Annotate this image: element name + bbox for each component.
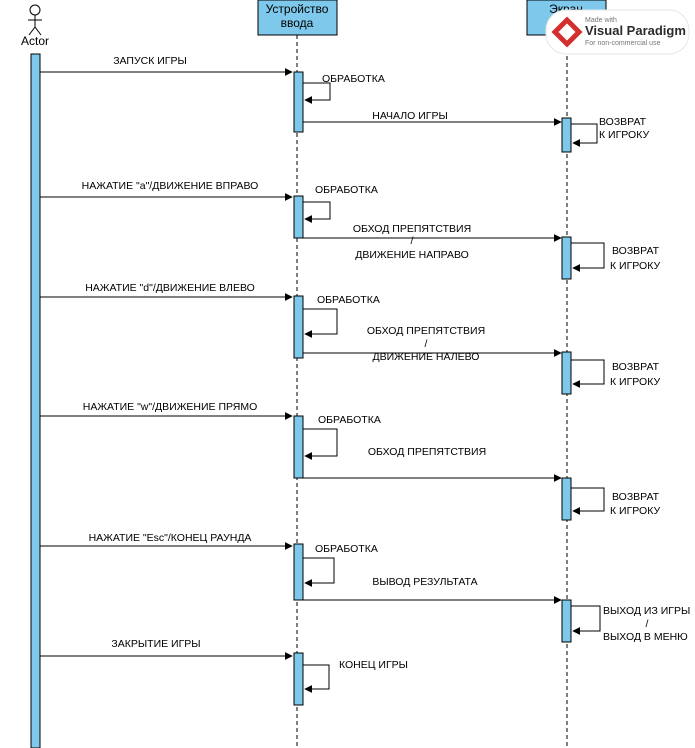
self-message-label: ВОЗВРАТ xyxy=(612,361,660,373)
input-activation xyxy=(293,195,304,239)
input-activation xyxy=(293,295,304,359)
self-message-label: ВЫХОД ИЗ ИГРЫ xyxy=(603,605,690,617)
self-message-arrow xyxy=(571,242,605,272)
message-label: ВЫВОД РЕЗУЛЬТАТА xyxy=(372,576,477,588)
message-label: ЗАКРЫТИЕ ИГРЫ xyxy=(111,638,200,650)
screen-activation xyxy=(561,117,572,153)
self-message-label: ВОЗВРАТ xyxy=(612,245,660,257)
actor-activation xyxy=(30,53,41,748)
self-message-arrow xyxy=(571,487,605,515)
message-label: ДВИЖЕНИЕ НАЛЕВО xyxy=(373,351,480,363)
screen-activation xyxy=(561,599,572,643)
self-message-label: ОБРАБОТКА xyxy=(317,294,380,306)
self-message-label: ОБРАБОТКА xyxy=(318,414,381,426)
message-label: НАЖАТИЕ "d"/ДВИЖЕНИЕ ВЛЕВО xyxy=(85,282,255,294)
message-label: НАЖАТИЕ "a"/ДВИЖЕНИЕ ВПРАВО xyxy=(82,180,259,192)
actor-figure xyxy=(28,4,42,36)
actor-label: Actor xyxy=(21,34,49,48)
self-message-label: ВЫХОД В МЕНЮ xyxy=(603,631,688,643)
message-label: / xyxy=(425,338,428,350)
message-label: НАЧАЛО ИГРЫ xyxy=(372,110,448,122)
self-message-label: К ИГРОКУ xyxy=(610,260,660,272)
message-label: / xyxy=(411,235,414,247)
input-device-label-1: Устройство xyxy=(266,2,329,16)
self-message-arrow xyxy=(571,123,598,147)
message-label: ОБХОД ПРЕПЯТСТВИЯ xyxy=(353,223,471,235)
self-message-label: ОБРАБОТКА xyxy=(315,184,378,196)
message-label: НАЖАТИЕ "w"/ДВИЖЕНИЕ ПРЯМО xyxy=(83,401,258,413)
input-activation xyxy=(293,71,304,133)
self-message-arrow xyxy=(303,428,338,460)
self-message-label: ВОЗВРАТ xyxy=(612,491,660,503)
visual-paradigm-watermark: Made with Visual Paradigm For non-commer… xyxy=(545,9,690,55)
self-message-arrow xyxy=(303,308,338,338)
watermark-line1: Made with xyxy=(585,17,617,24)
self-message-label: К ИГРОКУ xyxy=(610,376,660,388)
self-message-label: КОНЕЦ ИГРЫ xyxy=(339,659,408,671)
input-device-label-2: ввода xyxy=(281,16,314,30)
self-message-arrow xyxy=(303,82,331,104)
input-device-header xyxy=(257,0,338,36)
self-message-arrow xyxy=(303,557,335,587)
screen-activation xyxy=(561,236,572,280)
input-activation xyxy=(293,652,304,706)
screen-activation xyxy=(561,477,572,521)
self-message-label: К ИГРОКУ xyxy=(610,505,660,517)
self-message-arrow xyxy=(571,359,605,388)
self-message-label: К ИГРОКУ xyxy=(599,129,649,141)
message-label: НАЖАТИЕ "Esc"/КОНЕЦ РАУНДА xyxy=(89,532,252,544)
message-label: ЗАПУСК ИГРЫ xyxy=(113,55,187,67)
input-activation xyxy=(293,415,304,479)
self-message-label: / xyxy=(646,618,649,630)
message-label: ДВИЖЕНИЕ НАПРАВО xyxy=(355,249,469,261)
self-message-label: ОБРАБОТКА xyxy=(322,73,385,85)
self-message-arrow xyxy=(303,201,331,223)
self-message-arrow xyxy=(571,605,601,635)
message-label: ОБХОД ПРЕПЯТСТВИЯ xyxy=(367,325,485,337)
input-activation xyxy=(293,543,304,601)
message-label: ОБХОД ПРЕПЯТСТВИЯ xyxy=(368,446,486,458)
watermark-brand: Visual Paradigm xyxy=(585,23,686,38)
watermark-line3: For non-commercial use xyxy=(585,40,661,47)
self-message-label: ОБРАБОТКА xyxy=(315,543,378,555)
self-message-arrow xyxy=(303,664,330,693)
screen-activation xyxy=(561,351,572,395)
self-message-label: ВОЗВРАТ xyxy=(599,116,647,128)
